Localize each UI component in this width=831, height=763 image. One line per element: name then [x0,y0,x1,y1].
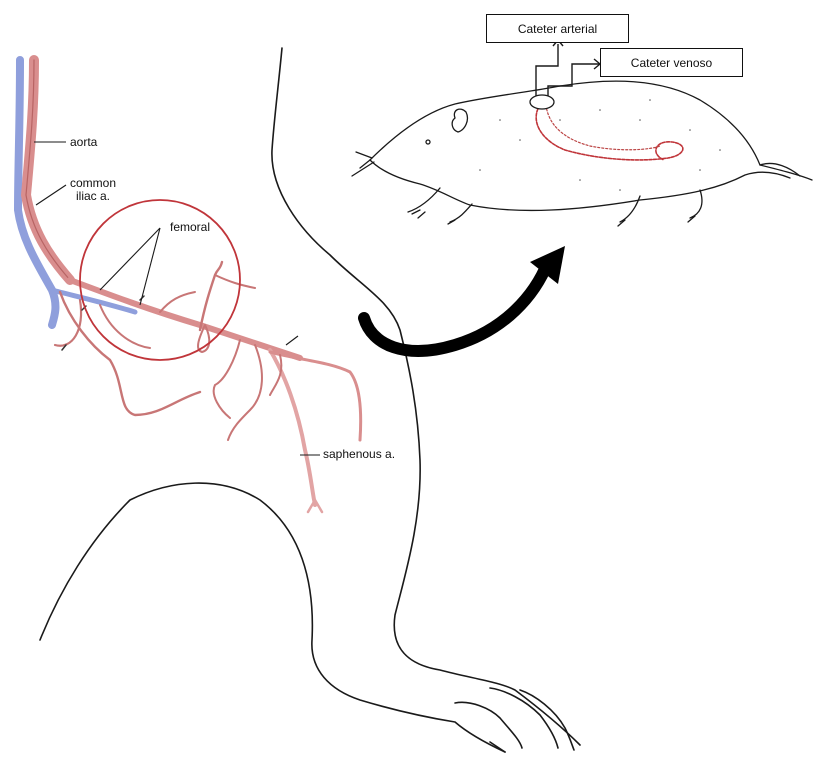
artery-system [26,60,361,512]
rat-catheter-path [536,105,683,160]
catheter-port [530,95,554,109]
catheter-arterial-label: Cateter arterial [518,22,597,36]
label-saphenous: saphenous a. [323,448,395,461]
leg-outline [40,48,580,752]
label-femoral: femoral [170,221,210,234]
catheter-venous-label: Cateter venoso [631,56,712,70]
catheter-connectors [536,40,600,96]
label-common-iliac-line2: iliac a. [76,190,110,203]
femoral-highlight-circle [80,200,240,360]
rat-fur-stipple [479,99,721,191]
catheter-venous-box: Cateter venoso [600,48,743,77]
label-aorta: aorta [70,136,97,149]
curved-arrow-icon [364,246,565,351]
catheter-arterial-box: Cateter arterial [486,14,629,43]
